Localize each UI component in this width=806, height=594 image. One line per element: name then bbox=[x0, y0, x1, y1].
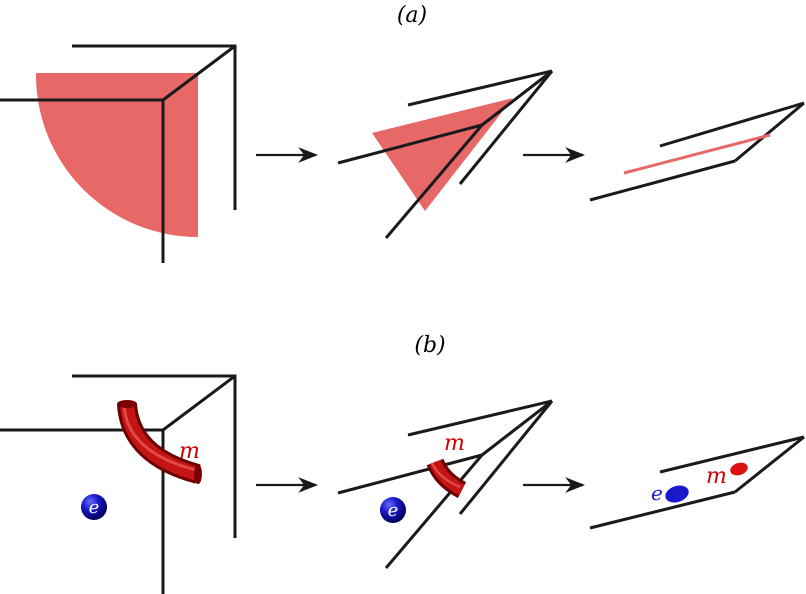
panel-a-sheared bbox=[337, 69, 554, 239]
panel-b: (b) m e bbox=[0, 333, 805, 594]
sheared-top-edge bbox=[407, 399, 553, 437]
flat-red-line bbox=[623, 133, 771, 175]
sheared-wedge bbox=[372, 98, 513, 211]
panel-b-sheared: m e bbox=[337, 399, 554, 569]
flat-right-edge bbox=[734, 101, 805, 163]
e-label: e bbox=[388, 500, 399, 521]
m-label: m bbox=[179, 439, 200, 464]
sheared-diagonal-edge bbox=[481, 69, 553, 127]
panel-a: (a) bbox=[0, 3, 805, 263]
panel-a-label: (a) bbox=[397, 3, 427, 28]
flat-top-edge bbox=[659, 101, 805, 148]
corner-diagonal-edge bbox=[162, 44, 236, 102]
electric-particle: e bbox=[81, 494, 107, 520]
magnetic-tube-short bbox=[426, 458, 467, 499]
corner-front-edge bbox=[0, 98, 165, 263]
electric-particle: e bbox=[380, 497, 406, 523]
flat-right-edge bbox=[734, 435, 805, 494]
panel-b-label: (b) bbox=[414, 333, 445, 358]
sheared-front-edge bbox=[337, 123, 483, 165]
m-label-flat: m bbox=[706, 464, 727, 489]
panel-a-flat bbox=[589, 101, 805, 202]
magnetic-tube bbox=[117, 400, 202, 484]
sheared-lower-edge bbox=[384, 124, 484, 239]
flat-bottom-edge bbox=[589, 159, 736, 202]
panel-a-corner bbox=[0, 44, 237, 263]
sheared-right-edge bbox=[458, 70, 554, 185]
e-particle-flat bbox=[665, 485, 689, 503]
panel-b-corner: m e bbox=[0, 374, 237, 594]
sheared-diagonal-edge bbox=[481, 399, 553, 457]
flat-bottom-edge bbox=[589, 490, 736, 530]
quarter-disk bbox=[35, 73, 198, 237]
panel-b-flat: e m bbox=[589, 435, 805, 530]
corner-front-edge bbox=[0, 428, 165, 594]
m-particle-flat bbox=[730, 462, 748, 476]
corner-diagonal-edge bbox=[162, 374, 236, 432]
sheared-front-edge bbox=[337, 453, 483, 495]
flat-top-edge bbox=[659, 435, 805, 474]
m-label: m bbox=[444, 431, 465, 456]
sheared-right-edge bbox=[458, 400, 554, 515]
e-label-flat: e bbox=[651, 481, 663, 505]
sheared-top-edge bbox=[407, 69, 553, 107]
sheared-lower-edge bbox=[384, 454, 484, 569]
e-label: e bbox=[89, 497, 100, 518]
